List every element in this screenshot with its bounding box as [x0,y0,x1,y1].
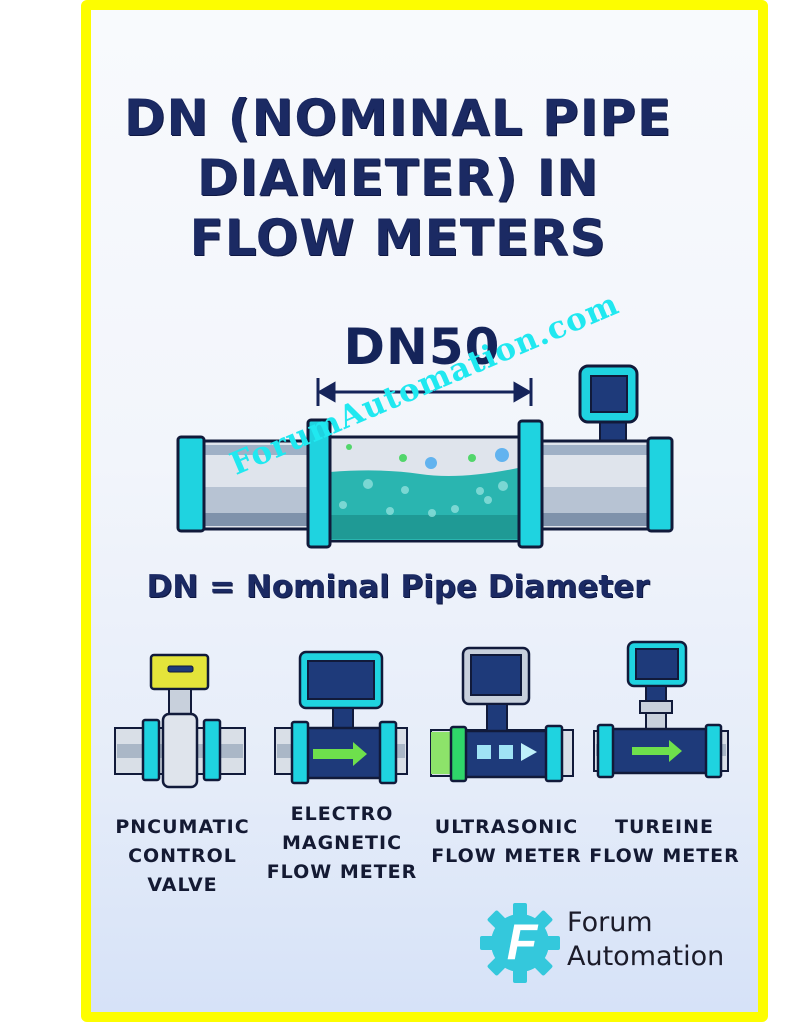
ultrasonic-flow-meter-icon [430,646,574,783]
poster-title: DN (NOMINAL PIPE DIAMETER) IN FLOW METER… [0,88,796,268]
turbine-flow-meter-icon [593,640,729,779]
diagram-subtitle: DN = Nominal Pipe Diameter [146,569,650,605]
device-label-electromagnetic: ELECTRO MAGNETIC FLOW METER [266,803,418,883]
logo-line-2: Automation [567,941,725,972]
title-line-1: DN (NOMINAL PIPE [123,89,673,147]
device-label-ultrasonic: ULTRASONIC FLOW METER [431,816,582,867]
logo-wordmark: Forum Automation [567,906,724,974]
logo-letter: F [506,914,538,970]
forum-automation-gear-logo-icon [480,903,560,983]
device-label-pneumatic: PNCUMATIC CONTROL VALVE [115,816,250,896]
logo-line-1: Forum [567,907,653,938]
device-label-turbine: TUREINE FLOW METER [589,816,740,867]
dimension-label: DN50 [343,318,501,376]
pneumatic-control-valve-icon [114,653,246,789]
title-line-2: DIAMETER) IN [196,149,600,207]
title-line-3: FLOW METERS [189,209,607,267]
electromagnetic-flow-meter-icon [274,650,408,785]
